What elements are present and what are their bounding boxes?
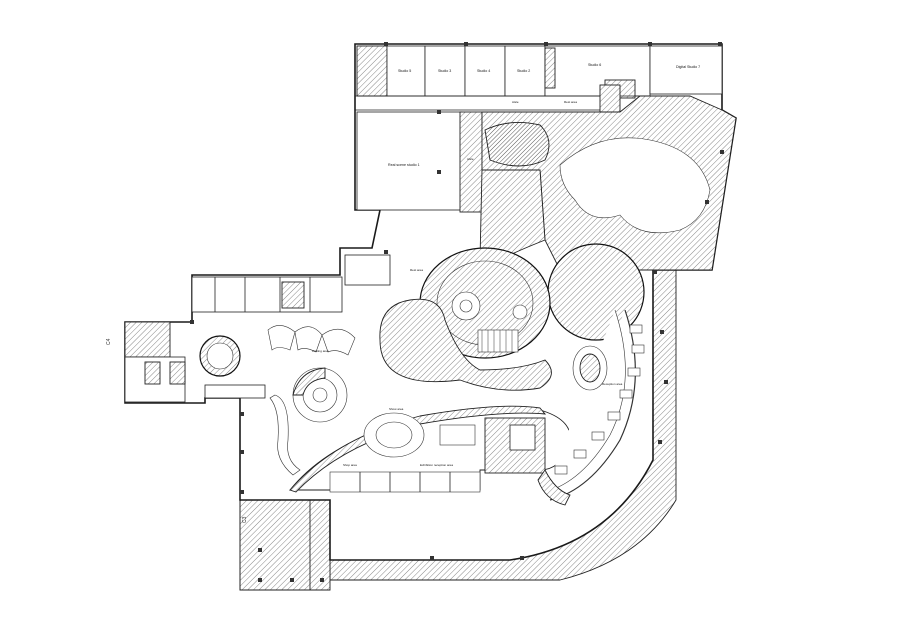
label-reception-area: Reception area xyxy=(602,382,623,386)
west-wing xyxy=(124,254,391,403)
label-shop-area: Shop area xyxy=(343,463,357,467)
label-show-area: Show area xyxy=(389,407,404,411)
east-banquettes xyxy=(537,309,645,506)
label-studio-5: Studio 5 xyxy=(398,69,411,73)
label-aisle-side: Aisle xyxy=(467,157,474,161)
lounge-furniture xyxy=(267,325,425,476)
label-studio-3: Studio 3 xyxy=(438,69,451,73)
spiral-stair xyxy=(292,367,348,423)
real-scene-studio xyxy=(356,111,483,213)
studios-row xyxy=(355,45,723,121)
label-digital-studio-7: Digital Studio 7 xyxy=(676,65,700,69)
exhibition-blob xyxy=(379,298,552,391)
grid-label-c3: C3 xyxy=(242,516,248,523)
label-studio-6: Studio 6 xyxy=(588,63,601,67)
central-circular-area xyxy=(419,169,645,359)
north-east-hatched-zone xyxy=(481,95,737,271)
reception-desks xyxy=(329,424,481,493)
label-aisle-top: Aisle xyxy=(512,100,519,104)
label-exhibition-reception-area: Exhibition reception area xyxy=(420,463,453,467)
label-studio-4: Studio 4 xyxy=(477,69,490,73)
label-rest-area-top: Rest area xyxy=(564,100,577,104)
label-studio-2: Studio 2 xyxy=(517,69,530,73)
label-real-scene-studio: Real scene studio 1 xyxy=(388,163,420,167)
label-rest-area-mid: Rest area xyxy=(410,268,423,272)
structural-columns xyxy=(190,42,724,582)
room-labels: Studio 5 Studio 3 Studio 4 Studio 2 Stud… xyxy=(106,63,700,523)
label-waiting-area: Waiting area xyxy=(312,349,329,353)
grid-label-c4: C4 xyxy=(106,338,112,345)
